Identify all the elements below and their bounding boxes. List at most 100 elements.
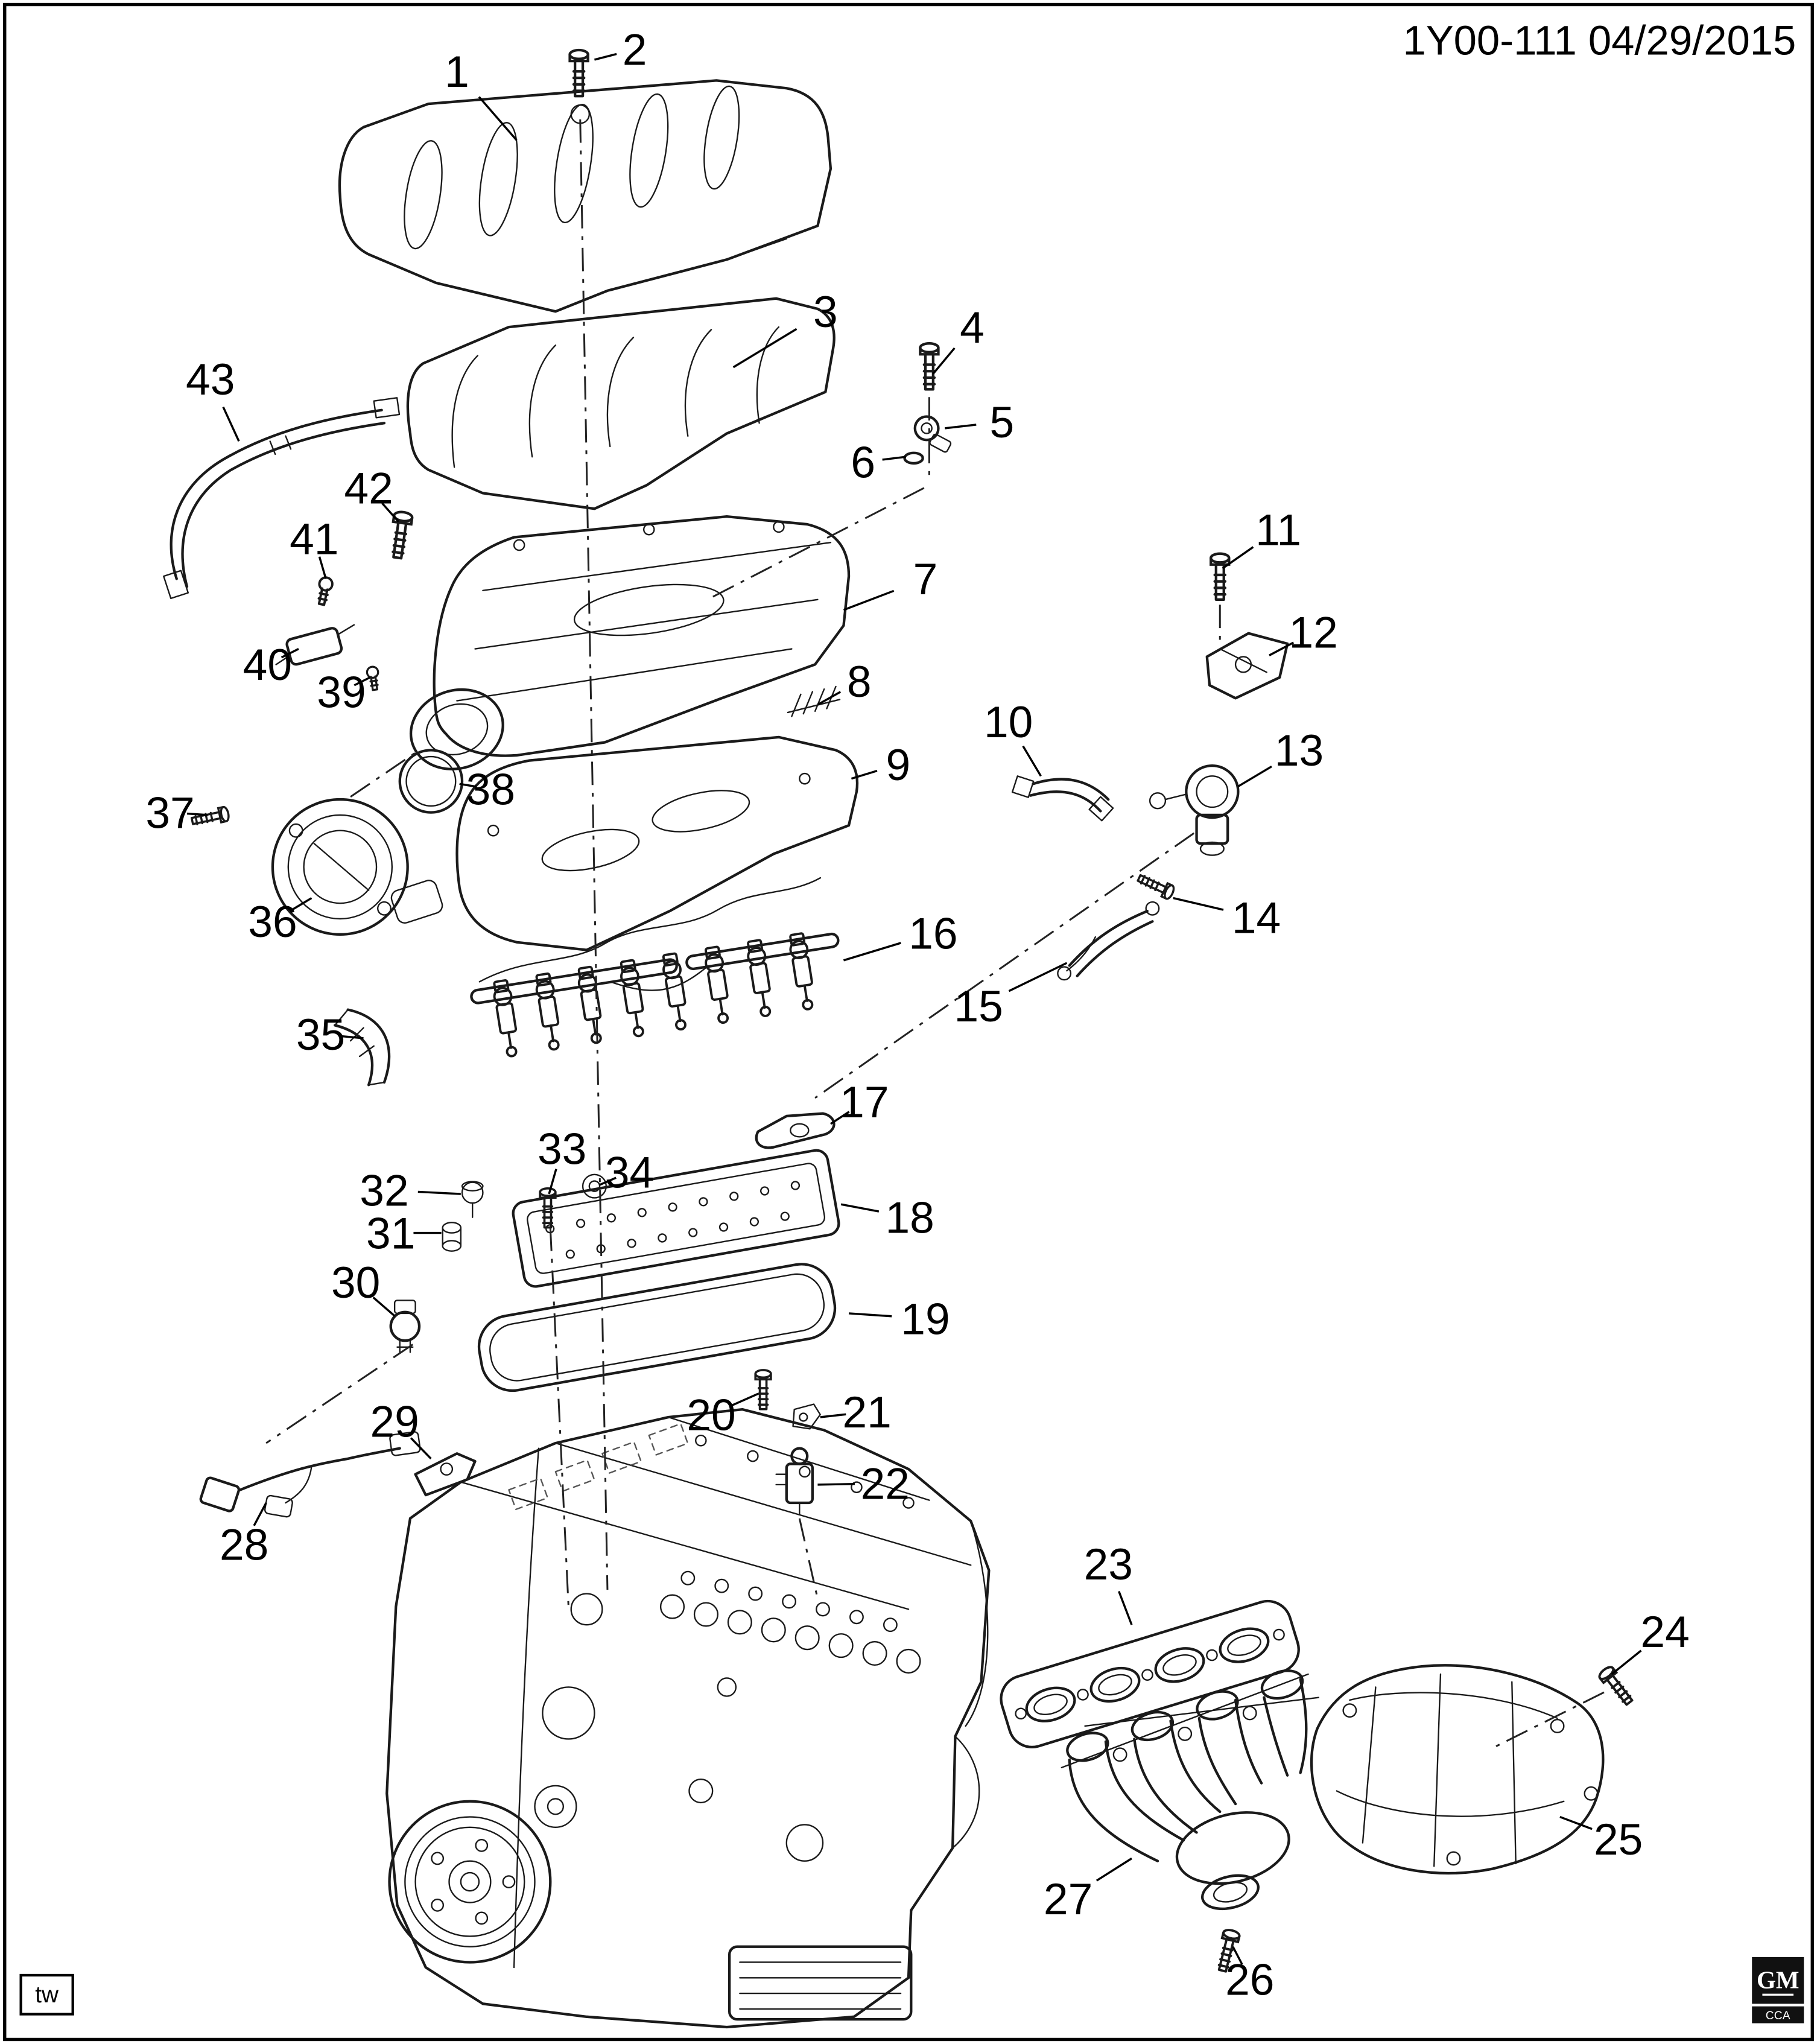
heat-shield-art — [1310, 1664, 1605, 1875]
callout-leader-19 — [848, 1312, 892, 1318]
callout-42: 42 — [344, 465, 393, 513]
engine-cover-art — [338, 79, 832, 313]
callout-leader-21 — [820, 1413, 846, 1418]
throttle-body-art — [271, 798, 443, 936]
callout-20: 20 — [687, 1391, 735, 1440]
callout-1: 1 — [445, 48, 469, 97]
callout-leader-8 — [817, 691, 842, 706]
callout-leader-37 — [186, 812, 208, 816]
callout-38: 38 — [466, 766, 515, 814]
alignment-centerlines — [265, 119, 1605, 1751]
callout-22: 22 — [861, 1460, 910, 1509]
callout-leader-13 — [1237, 765, 1272, 788]
throttle-seal-ring — [398, 749, 464, 814]
callout-4: 4 — [960, 303, 985, 352]
pump-bracket — [1205, 632, 1289, 700]
cover-bolt — [570, 50, 588, 96]
callout-leader-28 — [253, 1502, 267, 1526]
gm-logo-box: GM CCA — [1752, 1957, 1804, 2023]
footer-initials: tw — [35, 1982, 59, 2008]
callout-39: 39 — [317, 668, 366, 717]
callout-8: 8 — [847, 658, 872, 706]
callout-40: 40 — [243, 641, 292, 690]
callout-36: 36 — [248, 898, 297, 947]
harness-bracket — [414, 1452, 477, 1497]
sensor-bolt — [920, 343, 938, 389]
sensor-seal — [903, 451, 924, 465]
callout-leader-32 — [417, 1190, 461, 1195]
grommet-34 — [582, 1173, 607, 1199]
doc-number: 1Y00-111 04/29/2015 — [1403, 17, 1796, 63]
callout-leader-35 — [340, 1035, 364, 1039]
pcv-tube-art — [163, 397, 401, 600]
callout-leader-11 — [1222, 546, 1254, 570]
callout-leader-5 — [945, 424, 977, 430]
acoustic-cover-art — [406, 297, 836, 510]
plate-bolt — [754, 1369, 772, 1411]
callout-leader-38 — [459, 782, 477, 788]
map-sensor — [913, 415, 952, 453]
callout-leader-16 — [843, 942, 901, 962]
intake-lower-cover-art — [455, 735, 859, 951]
callout-28: 28 — [220, 1521, 268, 1570]
high-pressure-fuel-pump — [1149, 764, 1240, 856]
pcv-hose — [334, 1008, 391, 1087]
callout-23: 23 — [1084, 1540, 1133, 1589]
callout-2: 2 — [623, 26, 647, 75]
spacer-31 — [442, 1222, 462, 1252]
callout-32: 32 — [360, 1166, 408, 1215]
cooler-gasket-art — [477, 1263, 837, 1392]
callout-3: 3 — [813, 288, 838, 337]
callout-16: 16 — [908, 909, 957, 958]
callout-leader-29 — [410, 1437, 432, 1460]
fuel-feed-pipe-front — [1011, 775, 1114, 822]
callout-leader-26 — [1232, 1946, 1243, 1966]
callout-43: 43 — [186, 355, 235, 404]
gm-logo-text: GM — [1757, 1967, 1799, 1994]
callout-13: 13 — [1275, 726, 1324, 775]
callout-leader-34 — [599, 1176, 617, 1186]
callout-6: 6 — [851, 439, 875, 487]
callout-15: 15 — [954, 982, 1003, 1031]
callout-21: 21 — [842, 1388, 891, 1437]
pump-bolt-2 — [1135, 870, 1177, 901]
callout-41: 41 — [290, 515, 338, 564]
callout-leader-15 — [1008, 962, 1068, 992]
callout-29: 29 — [370, 1397, 419, 1446]
exhaust-manifold-art — [1061, 1669, 1319, 1911]
callout-7: 7 — [913, 555, 938, 604]
callout-14: 14 — [1232, 894, 1281, 943]
callout-leader-6 — [882, 455, 906, 461]
callout-leader-24 — [1611, 1649, 1642, 1675]
callout-5: 5 — [990, 398, 1015, 447]
vent-screen — [787, 685, 841, 717]
callout-leader-23 — [1118, 1590, 1133, 1625]
callout-leader-18 — [840, 1203, 880, 1213]
callout-leader-12 — [1269, 641, 1295, 656]
supercharger-assembly-art — [409, 515, 851, 770]
exhaust-manifold-gasket-art — [1000, 1599, 1300, 1749]
callout-leader-14 — [1173, 897, 1224, 911]
callout-leader-3 — [732, 328, 798, 369]
callout-24: 24 — [1640, 1608, 1689, 1657]
bracket-bolt-42 — [388, 511, 413, 559]
engine-block-art — [385, 1408, 991, 2029]
callout-37: 37 — [145, 789, 194, 837]
gm-logo-sub: CCA — [1766, 2009, 1790, 2022]
callout-9: 9 — [886, 741, 910, 790]
callout-25: 25 — [1594, 1815, 1643, 1864]
callout-leader-9 — [851, 770, 878, 780]
screw-41 — [314, 575, 335, 607]
callout-leader-1 — [478, 96, 518, 141]
callout-leader-4 — [932, 347, 956, 375]
callout-leader-7 — [843, 589, 895, 611]
callout-30: 30 — [331, 1258, 380, 1307]
callout-leader-33 — [548, 1169, 557, 1195]
cap-32 — [461, 1181, 484, 1218]
callout-leader-39 — [354, 676, 371, 687]
callout-leader-43 — [222, 406, 240, 442]
callout-33: 33 — [537, 1125, 586, 1174]
callout-27: 27 — [1044, 1875, 1092, 1924]
